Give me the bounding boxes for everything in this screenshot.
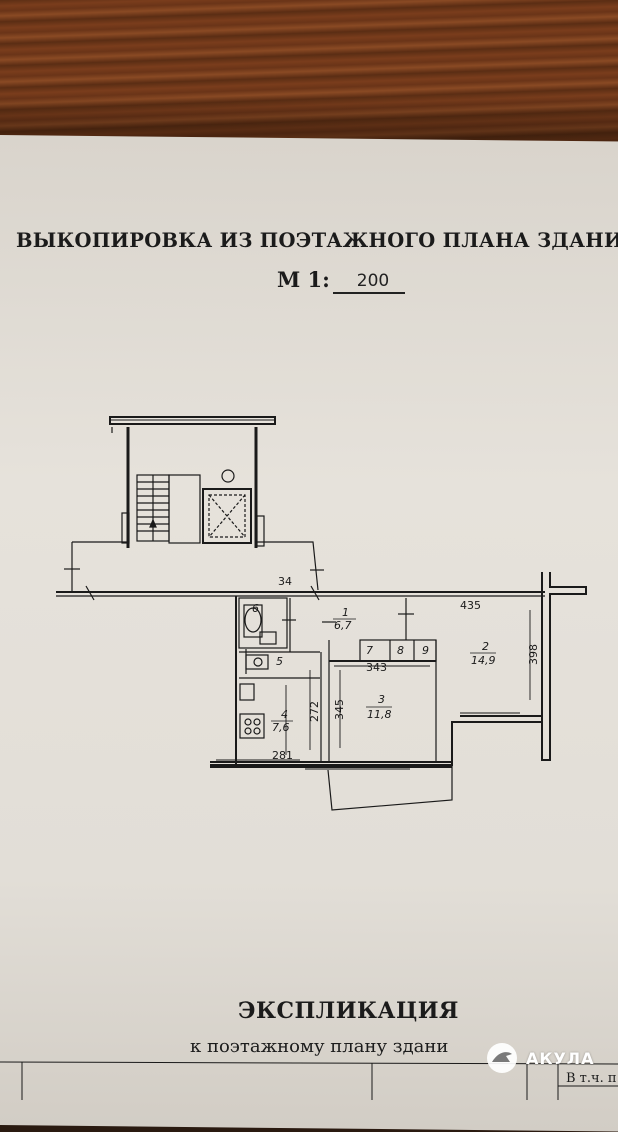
apartment-walls bbox=[210, 572, 587, 768]
dimension-281: 281 bbox=[272, 749, 293, 762]
balcony-outline bbox=[327, 766, 453, 811]
dimension-398: 398 bbox=[527, 644, 540, 665]
room-2-area: 14,9 bbox=[471, 654, 496, 667]
elevator-shaft bbox=[202, 488, 252, 544]
table-header-fragment: В т.ч. п bbox=[566, 1071, 617, 1086]
watermark-text: АКУЛА bbox=[526, 1048, 595, 1068]
dimension-435: 435 bbox=[460, 599, 481, 612]
shaft-circle bbox=[221, 469, 235, 483]
room-2-number: 2 bbox=[482, 640, 489, 653]
room-7-number: 7 bbox=[366, 644, 373, 657]
room-1-area: 6,7 bbox=[334, 619, 352, 632]
dimension-272: 272 bbox=[308, 701, 321, 722]
dimension-lines bbox=[285, 610, 531, 755]
room-5-number: 5 bbox=[276, 655, 283, 668]
document-title: ВЫКОПИРОВКА ИЗ ПОЭТАЖНОГО ПЛАНА ЗДАНИ bbox=[16, 229, 618, 252]
explication-subtitle: к поэтажному плану здани bbox=[190, 1036, 449, 1057]
shark-logo-icon bbox=[487, 1043, 517, 1073]
dimension-343: 343 bbox=[366, 661, 387, 674]
windows bbox=[110, 419, 520, 770]
watermark: АКУЛА bbox=[484, 1040, 594, 1076]
stove-fixture bbox=[239, 683, 265, 739]
room-3-area: 11,8 bbox=[367, 708, 392, 721]
bathroom-fixtures bbox=[243, 604, 277, 670]
dimension-345: 345 bbox=[333, 699, 346, 720]
floor-plan: 34 435 398 343 345 272 281 1 6,7 2 14,9 … bbox=[56, 416, 587, 811]
room-8-number: 8 bbox=[397, 644, 404, 657]
room-4-area: 7,6 bbox=[272, 721, 290, 734]
scale-value: 200 bbox=[356, 271, 390, 291]
scale-label: М 1: bbox=[277, 267, 330, 292]
corridor bbox=[56, 541, 545, 601]
room-6-number: 6 bbox=[252, 602, 259, 615]
room-1-number: 1 bbox=[342, 606, 349, 619]
room-3-number: 3 bbox=[378, 693, 385, 706]
scale-underline bbox=[333, 292, 405, 294]
room-4-number: 4 bbox=[281, 708, 288, 721]
room-9-number: 9 bbox=[422, 644, 429, 657]
interior-walls bbox=[238, 597, 437, 762]
dimension-34: 34 bbox=[278, 575, 292, 588]
stairwell-block bbox=[109, 416, 276, 548]
explication-title: ЭКСПЛИКАЦИЯ bbox=[238, 998, 459, 1024]
stair-flight bbox=[136, 474, 170, 542]
